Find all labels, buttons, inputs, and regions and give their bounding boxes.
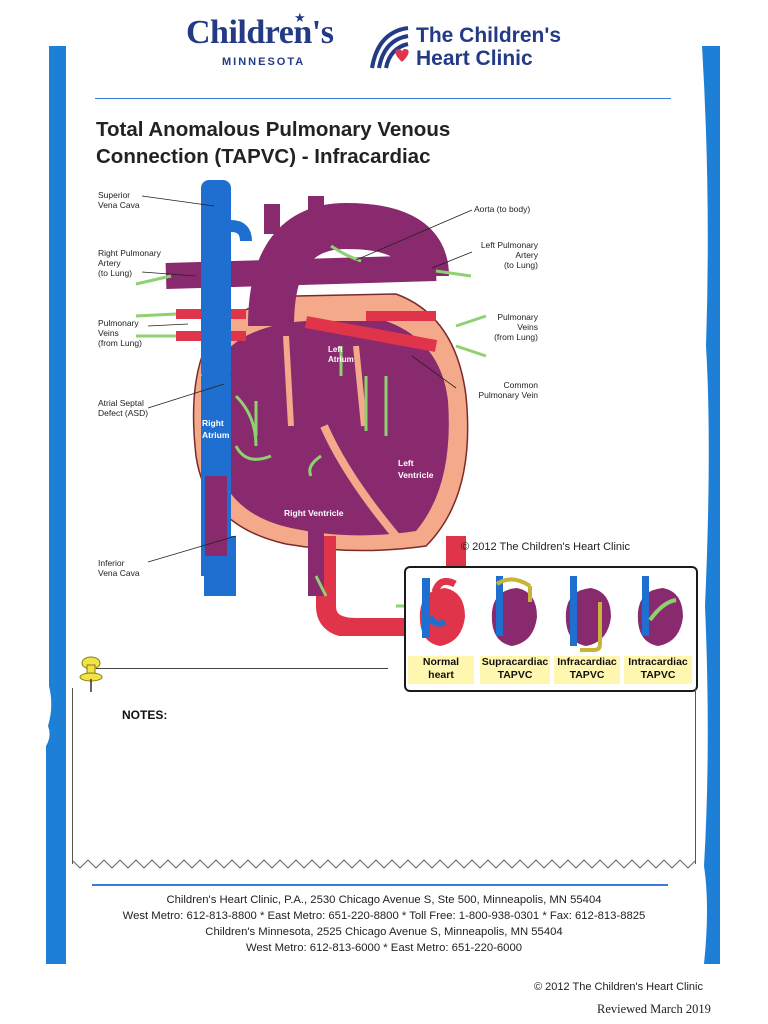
heart-clinic-mark-icon bbox=[370, 26, 409, 69]
caption-intracardiac-1: Intracardiac bbox=[628, 656, 688, 668]
logo-right-line1: The Children's bbox=[416, 24, 562, 47]
label-rpa-3: (to Lung) bbox=[98, 268, 133, 278]
diagram-copyright: © 2012 The Children's Heart Clinic bbox=[461, 541, 630, 553]
diagram-label-right-atrium-2: Atrium bbox=[202, 430, 230, 440]
diagram-label-left-ventricle-2: Ventricle bbox=[398, 470, 434, 480]
notes-label: NOTES: bbox=[122, 708, 168, 722]
footer-line-2: West Metro: 612-813-8800 * East Metro: 6… bbox=[122, 910, 646, 922]
mini-heart-intracardiac-icon bbox=[637, 576, 683, 646]
label-asd-2: Defect (ASD) bbox=[98, 408, 149, 418]
label-ivc-2: Vena Cava bbox=[98, 568, 140, 578]
label-pv-left: Pulmonary Veins (from Lung) bbox=[98, 318, 142, 348]
childrens-minnesota-logo: Children's ★ MINNESOTA bbox=[186, 10, 346, 70]
label-asd: Atrial Septal Defect (ASD) bbox=[98, 398, 148, 418]
footer-line-3: Children's Minnesota, 2525 Chicago Avenu… bbox=[205, 926, 563, 938]
heart-diagram: Left Atrium Right Atrium Left Ventricle … bbox=[135, 180, 487, 636]
heart-clinic-logo: The Children's Heart Clinic bbox=[368, 24, 568, 72]
label-ivc: Inferior Vena Cava bbox=[98, 558, 140, 578]
label-lpa: Left Pulmonary Artery (to Lung) bbox=[470, 240, 538, 270]
label-ivc-1: Inferior bbox=[98, 558, 125, 568]
label-svc-2: Vena Cava bbox=[98, 200, 140, 210]
notes-top-line bbox=[96, 668, 388, 669]
caption-infracardiac: Infracardiac TAPVC bbox=[554, 656, 620, 684]
label-cpv-1: Common bbox=[503, 380, 538, 390]
diagram-label-right-ventricle: Right Ventricle bbox=[284, 508, 344, 518]
mini-heart-infracardiac-icon bbox=[565, 576, 611, 652]
caption-intracardiac-2: TAPVC bbox=[640, 669, 676, 681]
diagram-label-left-atrium-1: Left bbox=[328, 345, 343, 354]
label-svc: Superior Vena Cava bbox=[98, 190, 140, 210]
label-pv-right: Pulmonary Veins (from Lung) bbox=[476, 312, 538, 342]
label-aorta: Aorta (to body) bbox=[474, 204, 531, 214]
page-title-line2: Connection (TAPVC) - Infracardiac bbox=[96, 145, 431, 168]
caption-supracardiac: Supracardiac TAPVC bbox=[480, 656, 550, 684]
bottom-copyright: © 2012 The Children's Heart Clinic bbox=[534, 981, 703, 993]
label-pv-right-1: Pulmonary bbox=[497, 312, 538, 322]
footer-line-4: West Metro: 612-813-6000 * East Metro: 6… bbox=[245, 942, 523, 954]
diagram-label-right-atrium-1: Right bbox=[202, 418, 224, 428]
footer-line-1: Children's Heart Clinic, P.A., 2530 Chic… bbox=[166, 894, 602, 906]
label-pv-left-2: Veins bbox=[98, 328, 119, 338]
right-decorative-bar bbox=[702, 46, 720, 964]
caption-supracardiac-1: Supracardiac bbox=[481, 656, 549, 668]
label-rpa-1: Right Pulmonary bbox=[98, 248, 161, 258]
label-asd-1: Atrial Septal bbox=[98, 398, 144, 408]
notes-box bbox=[72, 688, 696, 864]
left-decorative-bar bbox=[46, 46, 66, 964]
footer-divider bbox=[92, 884, 668, 886]
label-cpv: Common Pulmonary Vein bbox=[468, 380, 538, 400]
label-svc-1: Superior bbox=[98, 190, 131, 200]
caption-infracardiac-1: Infracardiac bbox=[557, 656, 617, 668]
diagram-label-left-atrium-2: Atrium bbox=[328, 355, 354, 364]
label-lpa-2: Artery bbox=[515, 250, 538, 260]
header-divider bbox=[95, 98, 671, 99]
pushpin-icon bbox=[79, 656, 103, 692]
label-pv-right-2: Veins bbox=[517, 322, 538, 332]
notes-torn-edge bbox=[72, 859, 696, 869]
caption-normal-1: Normal bbox=[422, 656, 460, 668]
label-pv-left-1: Pulmonary bbox=[98, 318, 139, 328]
caption-supracardiac-2: TAPVC bbox=[497, 669, 533, 681]
logo-left-sub: MINNESOTA bbox=[222, 56, 306, 68]
label-rpa: Right Pulmonary Artery (to Lung) bbox=[98, 248, 161, 278]
label-lpa-1: Left Pulmonary bbox=[480, 240, 538, 250]
label-rpa-2: Artery bbox=[98, 258, 121, 268]
caption-intracardiac: Intracardiac TAPVC bbox=[624, 656, 692, 684]
star-icon: ★ bbox=[294, 10, 306, 25]
mini-heart-supracardiac-icon bbox=[491, 576, 537, 646]
label-cpv-2: Pulmonary Vein bbox=[478, 390, 538, 400]
label-pv-left-3: (from Lung) bbox=[98, 338, 142, 348]
caption-normal-2: heart bbox=[428, 669, 454, 681]
page-title-line1: Total Anomalous Pulmonary Venous bbox=[96, 118, 451, 141]
caption-infracardiac-2: TAPVC bbox=[569, 669, 605, 681]
diagram-label-left-ventricle-1: Left bbox=[398, 458, 414, 468]
tapvc-comparison-panel: Normal heart Supracardiac TAPVC Infracar… bbox=[404, 566, 698, 692]
logo-left-name: Children's bbox=[186, 14, 334, 51]
caption-normal: Normal heart bbox=[408, 656, 474, 684]
logo-right-line2: Heart Clinic bbox=[416, 47, 533, 70]
label-pv-right-3: (from Lung) bbox=[494, 332, 538, 342]
reviewed-date: Reviewed March 2019 bbox=[597, 1002, 711, 1016]
label-lpa-3: (to Lung) bbox=[503, 260, 538, 270]
mini-heart-normal-icon bbox=[419, 577, 465, 646]
